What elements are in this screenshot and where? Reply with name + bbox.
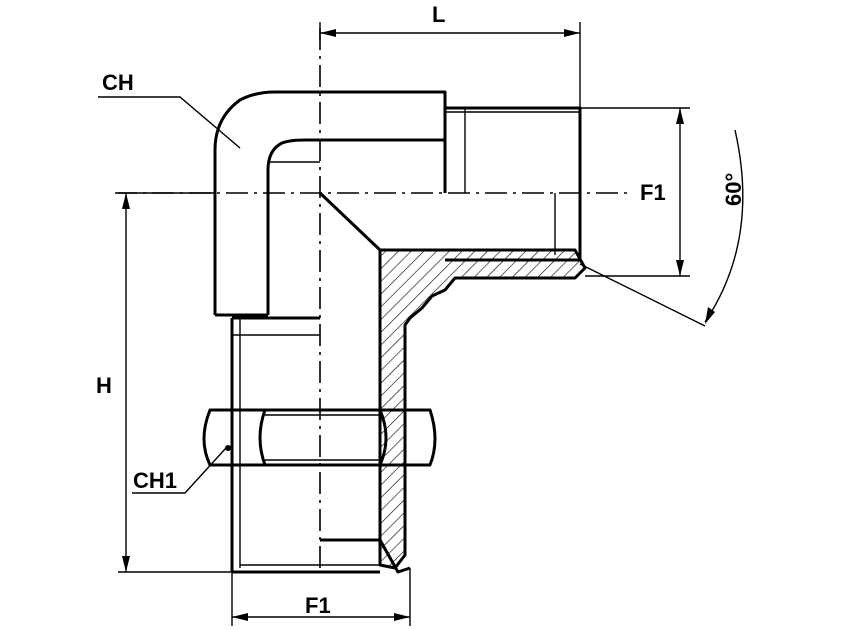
elbow-body — [213, 90, 447, 317]
dimension-F1-bottom: F1 — [231, 568, 411, 626]
dimension-H: H — [96, 192, 232, 573]
dimension-F1-right: F1 — [580, 107, 690, 277]
nut-reference-dot — [225, 445, 231, 451]
right-thread-spigot — [445, 106, 582, 262]
hex-lock-nut — [202, 408, 437, 467]
dimension-L: L — [319, 2, 581, 108]
lower-thread-part — [230, 316, 380, 574]
leader-CH1: CH1 — [132, 447, 227, 494]
section-hatch — [318, 191, 587, 574]
label-CH1: CH1 — [133, 468, 177, 493]
label-CH: CH — [102, 70, 134, 95]
cone-angle-dimension: 60° — [579, 129, 746, 327]
label-H: H — [96, 373, 112, 398]
label-F1-right: F1 — [640, 180, 666, 205]
label-F1-bottom: F1 — [305, 593, 331, 618]
leader-CH: CH — [98, 70, 241, 149]
label-cone-angle: 60° — [721, 173, 746, 206]
label-L: L — [432, 2, 445, 27]
